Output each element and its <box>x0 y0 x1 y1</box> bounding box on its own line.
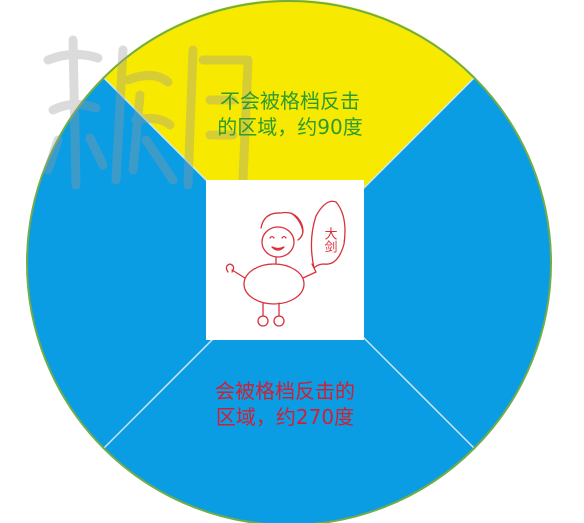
sketch-arm-left <box>231 269 246 279</box>
sketch-hair-strand <box>290 212 304 233</box>
sketch-eye-left <box>269 235 275 239</box>
sketch-foot-right <box>273 315 285 327</box>
sketch-foot-left <box>257 315 269 327</box>
sketch-face <box>261 226 295 258</box>
sketch-speech-text: 大剑 <box>322 227 338 253</box>
counter-zone-label-line1: 会被格档反击的 <box>215 379 355 403</box>
sketch-mouth <box>271 246 285 251</box>
no-counter-zone-label-line2: 的区域，约90度 <box>217 115 363 139</box>
counter-zone-label-line2: 区域，约270度 <box>215 405 355 429</box>
no-counter-zone-label-line1: 不会被格档反击 <box>220 89 360 113</box>
counter-zone-label: 会被格档反击的 区域，约270度 <box>175 378 395 430</box>
yellow-sector <box>103 0 475 263</box>
character-sketch-box: 大剑 <box>206 180 364 340</box>
no-counter-zone-label: 不会被格档反击 的区域，约90度 <box>180 88 400 140</box>
outer-rim <box>26 0 552 523</box>
sketch-sword-blob <box>310 200 346 269</box>
sketch-body <box>243 263 305 305</box>
sketch-hand-left <box>225 263 235 273</box>
sketch-eye-right <box>281 235 287 239</box>
sketch-hair <box>260 211 304 241</box>
brush-calligraphy-watermark-icon <box>28 20 258 210</box>
